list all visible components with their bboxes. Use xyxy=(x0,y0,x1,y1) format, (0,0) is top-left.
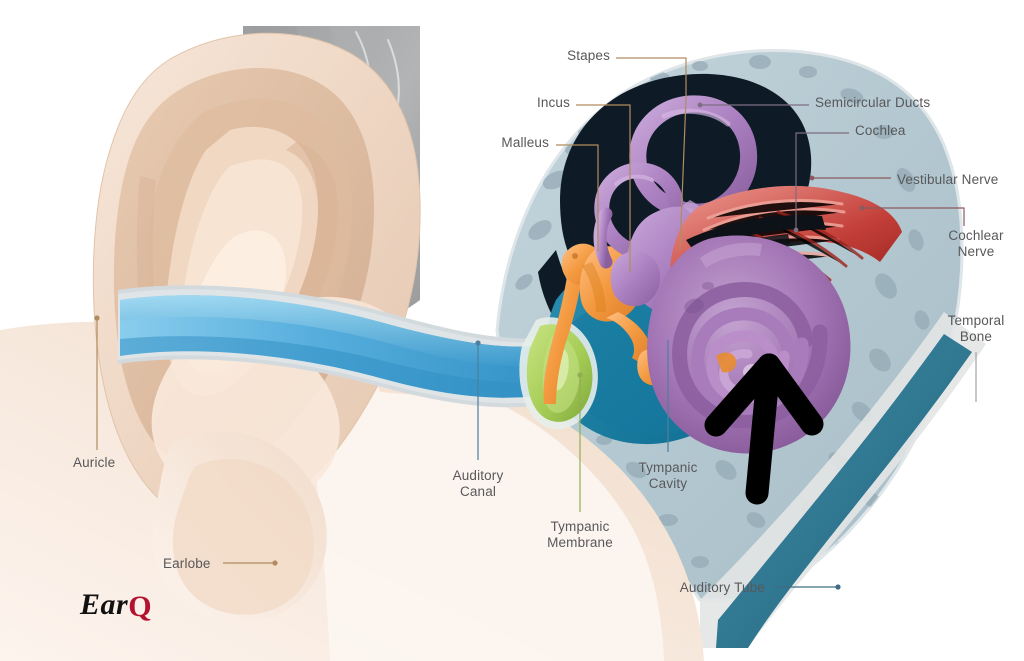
label-malleus: Malleus xyxy=(501,135,549,150)
label-incus: Incus xyxy=(536,95,570,110)
logo-q-mark: Q xyxy=(128,590,153,623)
label-auditory-canal: Auditory Canal xyxy=(452,468,504,499)
label-tympanic-membrane: Tympanic Membrane xyxy=(547,519,613,550)
vestibulocochlear-nerve-region xyxy=(670,185,902,289)
leader-lines xyxy=(94,57,977,590)
label-cochlea: Cochlea xyxy=(855,123,906,138)
leader-malleus xyxy=(556,144,599,252)
label-auricle: Auricle xyxy=(73,455,116,470)
earq-logo: EarQ xyxy=(80,588,153,623)
leader-cochlea xyxy=(795,132,849,150)
leader-incus xyxy=(576,104,631,272)
label-auditory-tube: Auditory Tube xyxy=(679,580,765,595)
leader-cochlear-nerve xyxy=(862,207,965,226)
label-vestibular-nerve: Vestibular Nerve xyxy=(897,172,999,187)
label-cochlear-nerve: Cochlear Nerve xyxy=(948,228,1004,259)
auditory-tube xyxy=(700,312,986,648)
auditory-canal-region xyxy=(117,285,563,408)
semicircular-ducts-highlight xyxy=(614,108,731,186)
pointer-arrow xyxy=(704,353,824,505)
logo-word: Ear xyxy=(80,588,129,621)
leader-stapes-tail xyxy=(679,97,687,251)
label-tympanic-cavity: Tympanic Cavity xyxy=(638,460,698,491)
oval-window xyxy=(716,352,737,373)
label-semicircular-ducts: Semicircular Ducts xyxy=(815,95,931,110)
internal-auditory-canal xyxy=(686,215,826,254)
label-earlobe: Earlobe xyxy=(163,556,211,571)
label-temporal-bone: Temporal Bone xyxy=(947,313,1005,344)
leader-stapes xyxy=(616,57,687,98)
label-stapes: Stapes xyxy=(567,48,610,63)
